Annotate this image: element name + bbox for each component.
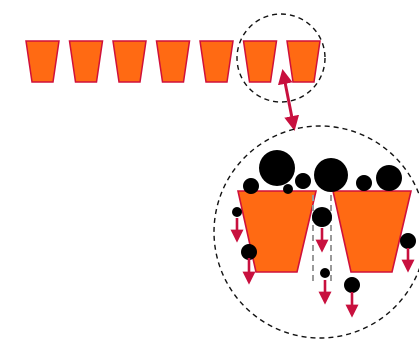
small-filter [199, 40, 234, 83]
gap-guide-lines [312, 195, 332, 285]
particle [344, 277, 360, 293]
particle [232, 207, 242, 217]
large-filter [332, 190, 413, 273]
particle [295, 173, 311, 189]
particle [356, 175, 372, 191]
particle [283, 184, 293, 194]
particle [320, 268, 330, 278]
small-filter [242, 40, 278, 83]
particle [314, 158, 348, 192]
zoom-connector-arrow-icon [277, 69, 300, 131]
small-filter [155, 40, 191, 83]
particles [232, 150, 416, 293]
settling-arrows [230, 218, 415, 318]
particle [312, 207, 332, 227]
particle [241, 244, 257, 260]
focus-circle [236, 13, 326, 103]
filter-row [25, 40, 321, 83]
particle [376, 165, 402, 191]
magnified-view-circle [213, 125, 419, 339]
particle [259, 150, 295, 186]
small-filter [68, 40, 104, 83]
small-filter [112, 40, 147, 83]
particle [400, 233, 416, 249]
particle [243, 178, 259, 194]
small-filter [286, 40, 321, 83]
small-filter [25, 40, 60, 83]
magnified-filters [237, 190, 413, 273]
